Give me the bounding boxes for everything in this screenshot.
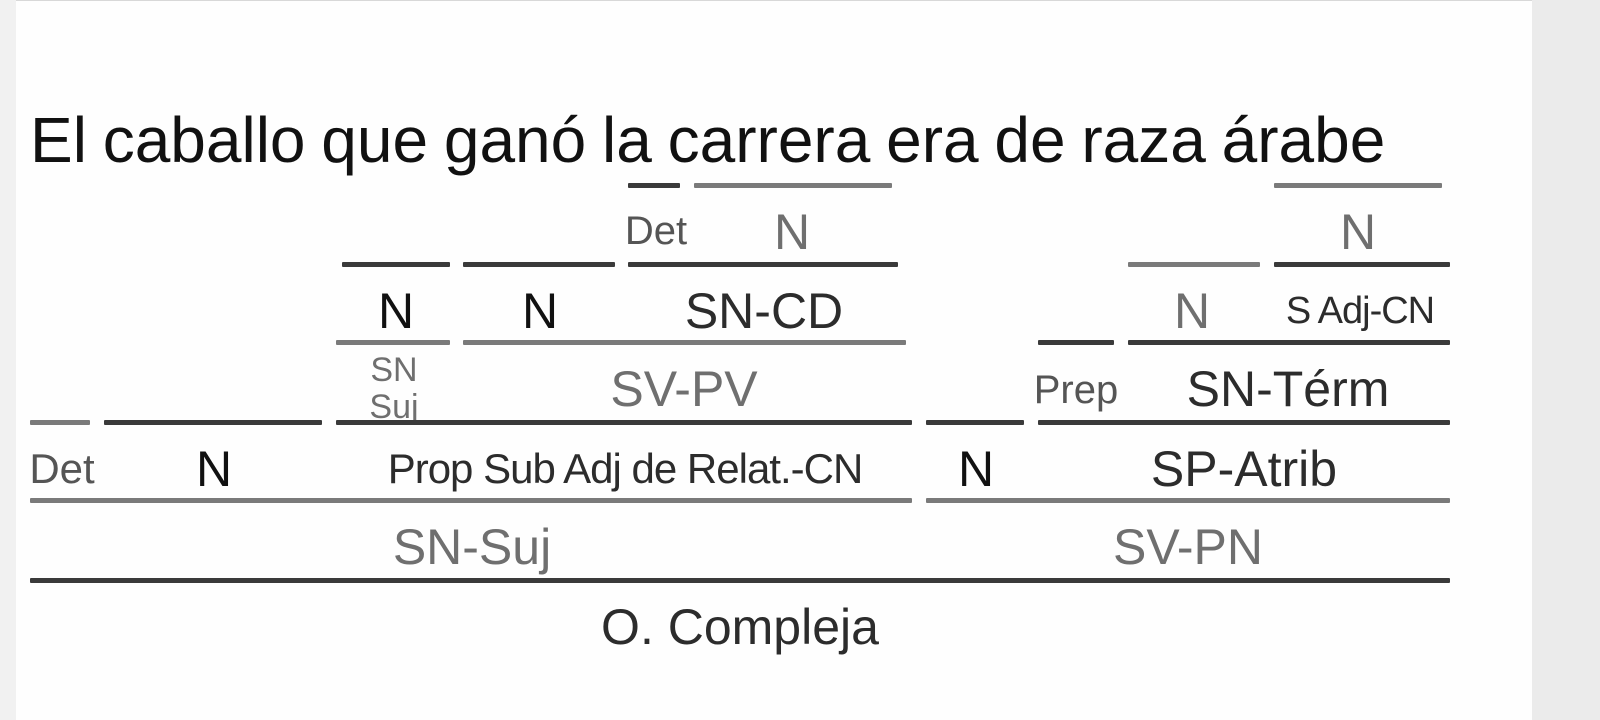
label-prep: Prep <box>1033 368 1119 412</box>
line-det-la <box>628 183 680 188</box>
line-sv-pn <box>926 498 1450 503</box>
line-sn-suj-inner <box>336 340 450 345</box>
line-n-que <box>342 262 450 267</box>
label-n-gano: N <box>521 283 559 339</box>
line-s-adj-cn <box>1274 262 1450 267</box>
label-sn-suj-inner-2: Suj <box>369 388 419 426</box>
line-sn-term <box>1128 340 1450 345</box>
line-n-carrera <box>694 183 892 188</box>
right-margin <box>1532 0 1600 720</box>
line-n-arabe <box>1274 183 1442 188</box>
line-sn-suj <box>30 498 912 503</box>
line-prop-sub <box>336 420 912 425</box>
label-o-compleja: O. Compleja <box>601 599 879 655</box>
label-det-el: Det <box>29 445 95 492</box>
syntax-diagram: El caballo que ganó la carrera era de ra… <box>16 0 1532 720</box>
label-sn-term: SN-Térm <box>1186 361 1390 417</box>
label-n-era: N <box>957 441 995 497</box>
label-n-raza: N <box>1173 283 1211 339</box>
label-n-arabe: N <box>1339 204 1377 260</box>
line-n-era <box>926 420 1024 425</box>
label-sn-suj: SN-Suj <box>392 519 552 575</box>
label-sp-atrib: SP-Atrib <box>1150 441 1338 497</box>
line-n-gano <box>463 262 615 267</box>
label-s-adj-cn: S Adj-CN <box>1285 290 1435 332</box>
label-sv-pv: SV-PV <box>610 361 758 417</box>
line-sn-cd <box>628 262 898 267</box>
line-prep <box>1038 340 1114 345</box>
line-det-el <box>30 420 90 425</box>
sentence-text: El caballo que ganó la carrera era de ra… <box>30 104 1386 176</box>
label-prop-sub: Prop Sub Adj de Relat.-CN <box>387 445 864 492</box>
label-n-que: N <box>377 283 415 339</box>
label-n-carrera: N <box>773 204 811 260</box>
label-det-la: Det <box>624 209 688 253</box>
line-o-compleja <box>30 578 1450 583</box>
label-n-caballo: N <box>195 441 233 497</box>
line-sp-atrib <box>1038 420 1450 425</box>
top-border <box>16 0 1532 1</box>
label-sn-cd: SN-CD <box>684 283 844 339</box>
label-sv-pn: SV-PN <box>1112 519 1264 575</box>
line-sv-pv <box>463 340 906 345</box>
line-n-raza <box>1128 262 1260 267</box>
label-sn-suj-inner-1: SN <box>370 351 418 389</box>
line-n-caballo <box>104 420 322 425</box>
